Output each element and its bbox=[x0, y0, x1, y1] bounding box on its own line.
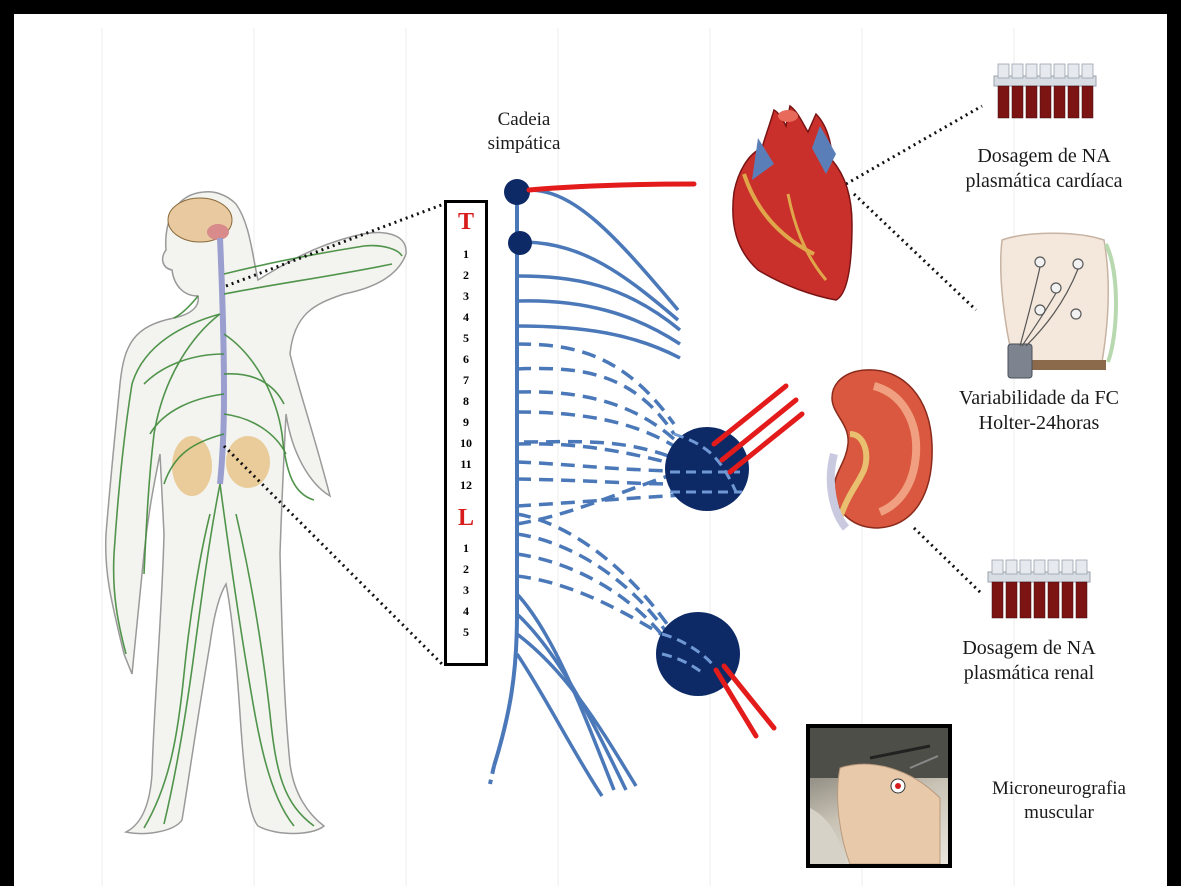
lumbar-level-2: 2 bbox=[447, 562, 485, 577]
blood-tubes-icon bbox=[988, 560, 1090, 618]
ganglion-node bbox=[508, 231, 532, 255]
thoracic-letter: T bbox=[447, 209, 485, 236]
heart-icon bbox=[733, 106, 852, 300]
thoracic-level-11: 11 bbox=[447, 457, 485, 472]
human-nervous-system-icon bbox=[106, 192, 406, 834]
lumbar-letter: L bbox=[447, 505, 485, 532]
chain-label: Cadeia simpática bbox=[469, 108, 579, 156]
lumbar-level-4: 4 bbox=[447, 604, 485, 619]
thoracic-level-8: 8 bbox=[447, 394, 485, 409]
ganglion-node bbox=[504, 179, 530, 205]
thoracic-level-12: 12 bbox=[447, 478, 485, 493]
thoracic-level-9: 9 bbox=[447, 415, 485, 430]
renal-na-label: Dosagem de NA plasmática renal bbox=[919, 636, 1139, 686]
thoracic-level-7: 7 bbox=[447, 373, 485, 388]
thoracic-level-6: 6 bbox=[447, 352, 485, 367]
blood-tubes-icon bbox=[994, 64, 1096, 118]
cardiac-na-label: Dosagem de NA plasmática cardíaca bbox=[924, 144, 1164, 194]
muscle-ganglion bbox=[656, 612, 740, 696]
thoracic-level-5: 5 bbox=[447, 331, 485, 346]
lumbar-level-3: 3 bbox=[447, 583, 485, 598]
holter-monitor-icon bbox=[1001, 233, 1116, 378]
thoracic-level-2: 2 bbox=[447, 268, 485, 283]
thoracic-level-10: 10 bbox=[447, 436, 485, 451]
microneurography-photo-icon bbox=[806, 724, 952, 868]
sympathetic-chain bbox=[490, 179, 802, 796]
thoracic-level-4: 4 bbox=[447, 310, 485, 325]
microneurography-label: Microneurografia muscular bbox=[964, 777, 1154, 825]
lumbar-level-5: 5 bbox=[447, 625, 485, 640]
kidney-icon bbox=[831, 370, 932, 528]
thoracic-level-3: 3 bbox=[447, 289, 485, 304]
hrv-holter-label: Variabilidade da FC Holter-24horas bbox=[929, 386, 1149, 436]
lumbar-level-1: 1 bbox=[447, 541, 485, 556]
thoracic-level-1: 1 bbox=[447, 247, 485, 262]
